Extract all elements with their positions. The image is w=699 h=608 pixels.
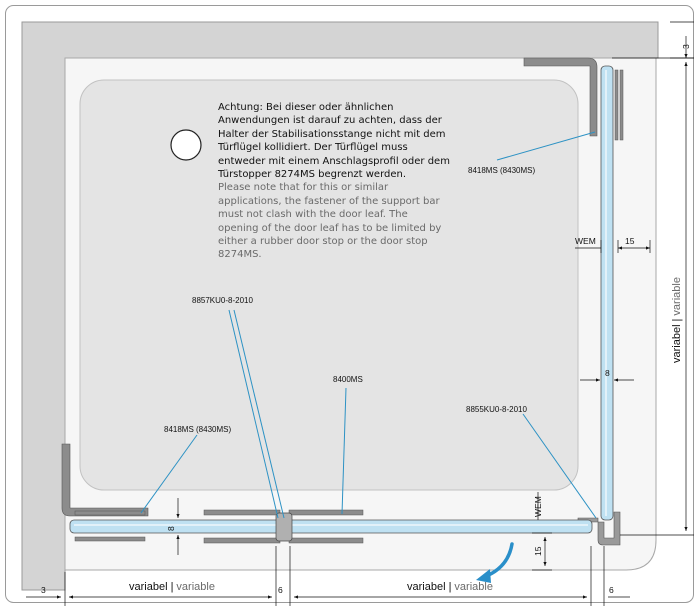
leader-connector-top-a: [228, 309, 279, 519]
clamp-plate-left-bottom: [74, 536, 146, 542]
dim-text-15-bottom: 15: [533, 546, 543, 556]
leader-lines: [140, 131, 597, 519]
hinge-body: [275, 512, 293, 542]
hinge-plate-b-bottom: [288, 537, 364, 544]
leader-bracket-bottom-left: [140, 434, 198, 514]
glass-highlight-bottom-door: [291, 524, 588, 526]
dimension-lines: [26, 21, 694, 606]
dim-text-15-right: 15: [625, 236, 635, 246]
dim-text-variabel-left: variabel|variable: [129, 581, 215, 593]
dim-text-variabel-bottom-right: variabel|variable: [407, 581, 493, 593]
dim-text-6-right: 6: [609, 585, 614, 595]
variabel-left-sep: |: [171, 581, 174, 593]
hinge-plate-a-top: [203, 509, 281, 516]
wall-bracket-bottom-left: [61, 443, 149, 517]
leader-connector-right: [522, 413, 597, 519]
drain-icon: [170, 129, 202, 161]
label-bracket-bottom-left: 8418MS (8430MS): [164, 425, 231, 434]
leader-connector-top-b: [233, 309, 285, 519]
variabel-right-de: variabel: [671, 324, 683, 363]
dim-text-8-bottom: 8: [166, 526, 176, 531]
dim-text-variabel-right: variabel | variable: [671, 277, 683, 363]
leader-bracket-top-right: [496, 131, 596, 161]
hinge-plate-a-bottom: [203, 537, 281, 544]
variabel-bottom-right-sep: |: [449, 581, 452, 593]
hinge-plate-b-top: [288, 509, 364, 516]
clamp-plate-left-top: [74, 510, 146, 516]
label-connector-right: 8855KU0-8-2010: [466, 405, 527, 414]
clamp-plate-right-outer: [614, 69, 619, 141]
variabel-left-de: variabel: [129, 581, 168, 593]
warning-note: Achtung: Bei dieser oder ähnlichen Anwen…: [218, 101, 450, 262]
warning-note-en: Please note that for this or similar app…: [218, 182, 442, 261]
dim-text-6-left: 6: [278, 585, 283, 595]
tray-inner-basin: [79, 79, 579, 491]
leader-hinge: [341, 387, 347, 515]
dim-text-3-left: 3: [41, 585, 46, 595]
variabel-right-en: variable: [671, 277, 683, 316]
dim-text-8-right: 8: [605, 368, 610, 378]
variabel-right-sep: |: [671, 319, 683, 322]
warning-note-de: Achtung: Bei dieser oder ähnlichen Anwen…: [218, 102, 450, 181]
variabel-bottom-right-en: variable: [454, 581, 493, 593]
wall-bracket-top-right: [523, 57, 598, 137]
glass-panel-bottom-door: [286, 519, 593, 534]
label-hinge: 8400MS: [333, 375, 363, 384]
door-swing-arrowhead-icon: [476, 569, 491, 583]
variabel-left-en: variable: [176, 581, 215, 593]
dim-text-3-top: 3: [681, 44, 691, 49]
glass-highlight-bottom-fixed: [74, 524, 276, 526]
label-bracket-top-right: 8418MS (8430MS): [468, 166, 535, 175]
dim-text-wem-bottom: WEM: [533, 496, 543, 517]
variabel-bottom-right-de: variabel: [407, 581, 446, 593]
glass-highlight-right: [605, 70, 607, 516]
dim-text-wem-right: WEM: [575, 236, 596, 246]
clamp-plate-right-outer-2: [619, 69, 624, 141]
label-connector-top: 8857KU0-8-2010: [192, 296, 253, 305]
